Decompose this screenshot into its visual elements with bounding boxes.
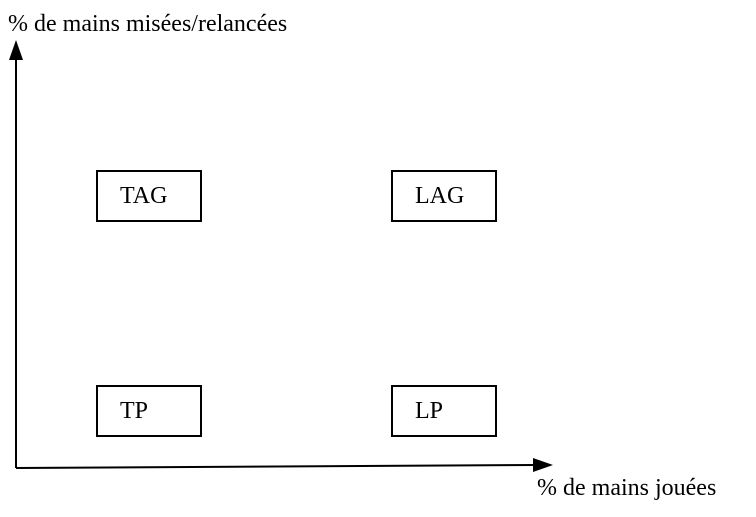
- quadrant-label-lag: LAG: [415, 183, 465, 209]
- y-axis-label: % de mains misées/relancées: [8, 11, 288, 37]
- x-axis-line: [15, 464, 537, 469]
- x-axis-label: % de mains jouées: [537, 475, 717, 501]
- quadrant-box-tp: TP: [96, 385, 202, 437]
- quadrant-label-lp: LP: [415, 398, 444, 424]
- y-axis-arrowhead: [9, 40, 23, 60]
- quadrant-box-lp: LP: [391, 385, 497, 437]
- quadrant-box-lag: LAG: [391, 170, 497, 222]
- quadrant-label-tp: TP: [120, 398, 149, 424]
- quadrant-box-tag: TAG: [96, 170, 202, 222]
- quadrant-label-tag: TAG: [120, 183, 168, 209]
- x-axis-arrowhead: [533, 458, 553, 472]
